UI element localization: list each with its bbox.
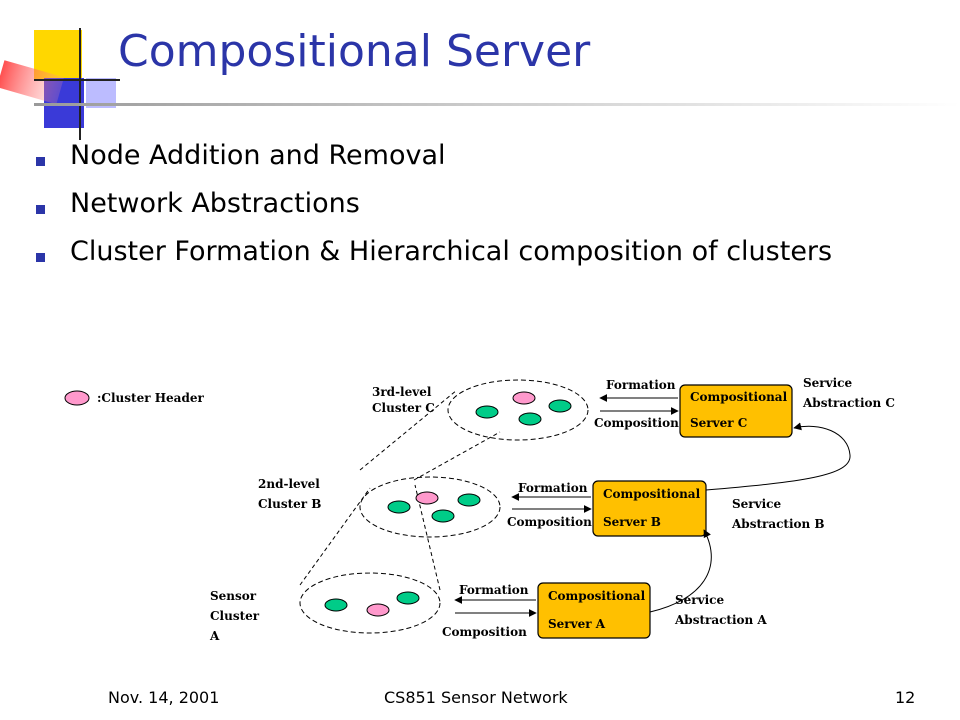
- server-c-label: Compositional Server C: [690, 390, 791, 430]
- cluster-b-boundary: [359, 476, 501, 538]
- title-rule: [34, 103, 960, 106]
- cluster-b-label: 2nd-level Cluster B: [258, 477, 324, 511]
- cluster-a-boundary: [299, 572, 441, 634]
- bullet-square-icon: [36, 157, 45, 166]
- node-green: [396, 591, 420, 605]
- formation-label-c: Formation: [606, 378, 676, 392]
- service-abstraction-b-label: Service Abstraction B: [731, 497, 825, 531]
- footer-page-number: 12: [895, 688, 916, 707]
- server-b-label: Compositional Server B: [603, 487, 704, 529]
- node-green: [475, 405, 499, 419]
- bullet-text: Network Abstractions: [70, 188, 360, 219]
- bullet-list: Node Addition and Removal Network Abstra…: [34, 140, 832, 284]
- bullet-square-icon: [36, 205, 45, 214]
- node-green: [518, 412, 542, 426]
- server-b-box: [592, 480, 707, 537]
- composition-label-a: Composition: [442, 625, 527, 639]
- service-abstraction-curve-a: [649, 529, 712, 613]
- composition-label-b: Composition: [507, 515, 592, 529]
- server-a-label: Compositional Server A: [548, 589, 649, 631]
- node-green: [431, 509, 455, 523]
- cluster-c-boundary: [447, 379, 589, 441]
- cluster-link-line: [414, 484, 441, 591]
- node-pink-header: [366, 603, 390, 617]
- cluster-hierarchy-diagram: :Cluster Header 3rd-level Cluster C 2nd-…: [64, 376, 895, 643]
- cluster-link-line: [413, 431, 501, 481]
- node-pink-header: [415, 491, 439, 505]
- service-abstraction-curve-b: [705, 422, 851, 491]
- cluster-link-line: [299, 487, 371, 586]
- cluster-c-label: 3rd-level Cluster C: [372, 385, 436, 415]
- formation-label-a: Formation: [459, 583, 529, 597]
- bullet-item: Node Addition and Removal: [34, 140, 832, 188]
- node-pink-header: [512, 391, 536, 405]
- slide-logo: [0, 28, 120, 140]
- bullet-text: Node Addition and Removal: [70, 140, 446, 171]
- service-abstraction-c-label: Service Abstraction C: [802, 376, 895, 410]
- server-c-box: [679, 384, 793, 438]
- node-green: [457, 493, 481, 507]
- formation-label-b: Formation: [518, 481, 588, 495]
- legend-label: :Cluster Header: [97, 391, 204, 405]
- slide-title: Compositional Server: [118, 26, 591, 77]
- footer-course: CS851 Sensor Network: [384, 688, 568, 707]
- footer-date: Nov. 14, 2001: [108, 688, 220, 707]
- bullet-square-icon: [36, 253, 45, 262]
- service-abstraction-a-label: Service Abstraction A: [674, 593, 767, 627]
- bullet-item: Cluster Formation & Hierarchical composi…: [34, 236, 832, 284]
- node-green: [548, 399, 572, 413]
- node-green: [324, 598, 348, 612]
- cluster-a-label: Sensor Cluster A: [209, 589, 263, 643]
- node-green: [387, 500, 411, 514]
- legend-cluster-header-node: [64, 390, 90, 406]
- bullet-item: Network Abstractions: [34, 188, 832, 236]
- composition-label-c: Composition: [594, 416, 679, 430]
- bullet-text: Cluster Formation & Hierarchical composi…: [70, 236, 833, 267]
- server-a-box: [537, 582, 651, 639]
